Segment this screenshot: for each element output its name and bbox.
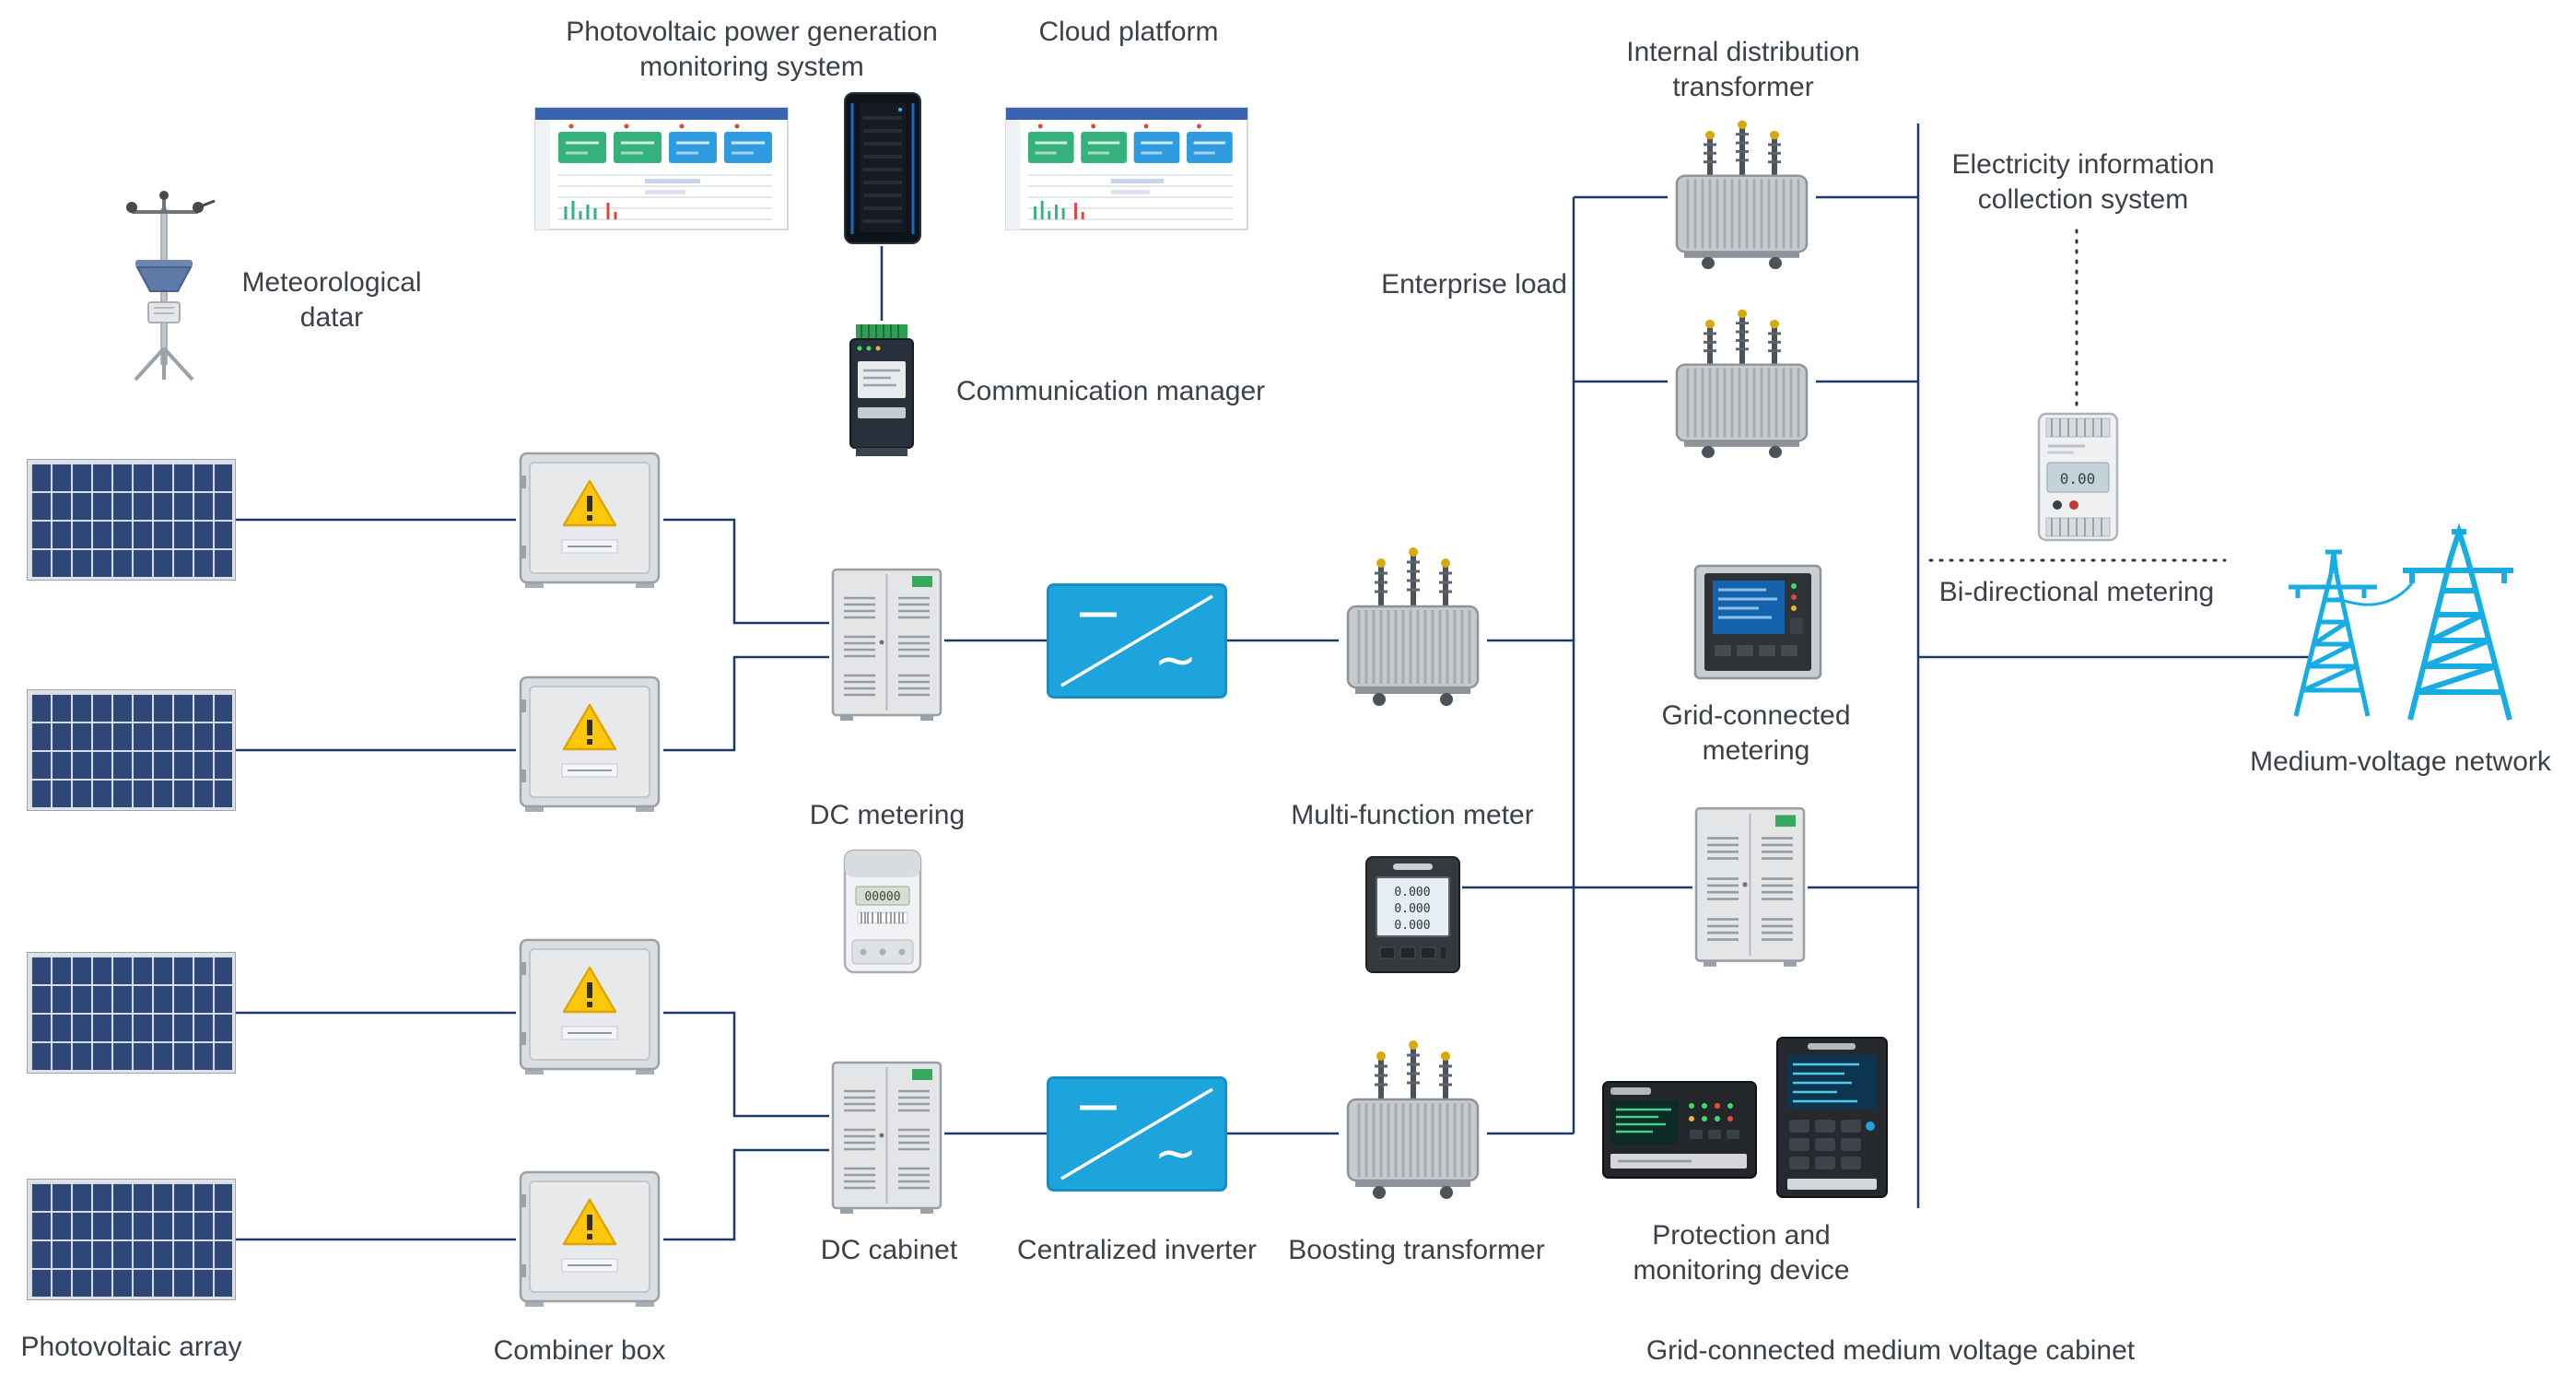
label-grid-connected-metering: Grid-connected metering <box>1661 700 1851 767</box>
protection-device-a <box>1601 1076 1758 1183</box>
label-communication-manager: Communication manager <box>956 376 1266 406</box>
protection-device-b <box>1774 1035 1890 1200</box>
cloud-platform-screenshot <box>1005 107 1248 230</box>
cloud-server <box>837 90 928 246</box>
weather-station-icon <box>126 191 216 382</box>
label-medium-voltage-network: Medium-voltage network <box>2250 746 2551 777</box>
label-electricity-information-collection-system: Electricity information collection syste… <box>1951 149 2215 216</box>
bi-meter-display: 0.00 <box>2060 470 2096 487</box>
solar-panel-3 <box>27 952 236 1074</box>
dotted-wires <box>1928 229 2227 562</box>
label-cloud-platform: Cloud platform <box>1038 17 1219 47</box>
combiner-box-2 <box>516 674 663 814</box>
label-meteorological-station: Meteorological datar <box>241 267 422 334</box>
dc-cabinet-1 <box>829 567 944 723</box>
dc-cabinet-2 <box>829 1060 944 1216</box>
mf-display-row-2: 0.000 <box>1394 902 1430 916</box>
centralized-inverter-1 <box>1047 583 1227 699</box>
grid-connected-meter <box>1692 558 1823 682</box>
monitoring-system-screenshot <box>534 107 789 230</box>
centralized-inverter-2 <box>1047 1076 1227 1192</box>
multi-function-meter: 0.000 0.000 0.000 <box>1364 852 1462 978</box>
solid-wires <box>235 123 2313 1241</box>
label-monitoring-system: Photovoltaic power generation monitoring… <box>566 17 938 83</box>
label-centralized-inverter: Centralized inverter <box>1016 1235 1258 1265</box>
mf-display-row-1: 0.000 <box>1394 886 1430 899</box>
label-photovoltaic-array: Photovoltaic array <box>20 1332 242 1362</box>
communication-manager-device <box>843 321 920 460</box>
combiner-box-3 <box>516 936 663 1076</box>
label-combiner-box: Combiner box <box>493 1335 666 1366</box>
label-multi-function-meter: Multi-function meter <box>1291 800 1534 830</box>
label-grid-connected-medium-voltage-cabinet: Grid-connected medium voltage cabinet <box>1645 1335 2136 1366</box>
label-protection-and-monitoring-device: Protection and monitoring device <box>1633 1220 1850 1286</box>
label-dc-metering: DC metering <box>809 800 966 830</box>
dc-meter-display: 00000 <box>864 890 900 904</box>
label-internal-distribution-transformer: Internal distribution transformer <box>1626 37 1860 103</box>
label-bi-directional-metering: Bi-directional metering <box>1938 577 2215 607</box>
boosting-transformer-1 <box>1339 542 1487 707</box>
mf-display-row-3: 0.000 <box>1394 919 1430 933</box>
combiner-box-4 <box>516 1169 663 1309</box>
solar-panel-2 <box>27 689 236 811</box>
combiner-box-1 <box>516 450 663 590</box>
solar-panel-4 <box>27 1179 236 1300</box>
label-dc-cabinet: DC cabinet <box>820 1235 958 1265</box>
meteorological-station <box>97 184 235 387</box>
internal-distribution-transformer-1 <box>1668 115 1816 270</box>
solar-panel-1 <box>27 459 236 581</box>
internal-distribution-transformer-2 <box>1668 304 1816 459</box>
medium-voltage-cabinet <box>1692 805 1808 969</box>
transmission-towers-icon <box>2283 510 2513 723</box>
bi-directional-meter: 0.00 <box>2020 411 2136 543</box>
dc-energy-meter: 00000 <box>837 846 928 978</box>
boosting-transformer-2 <box>1339 1035 1487 1200</box>
label-boosting-transformer: Boosting transformer <box>1288 1235 1545 1265</box>
label-enterprise-load: Enterprise load <box>1381 269 1567 300</box>
